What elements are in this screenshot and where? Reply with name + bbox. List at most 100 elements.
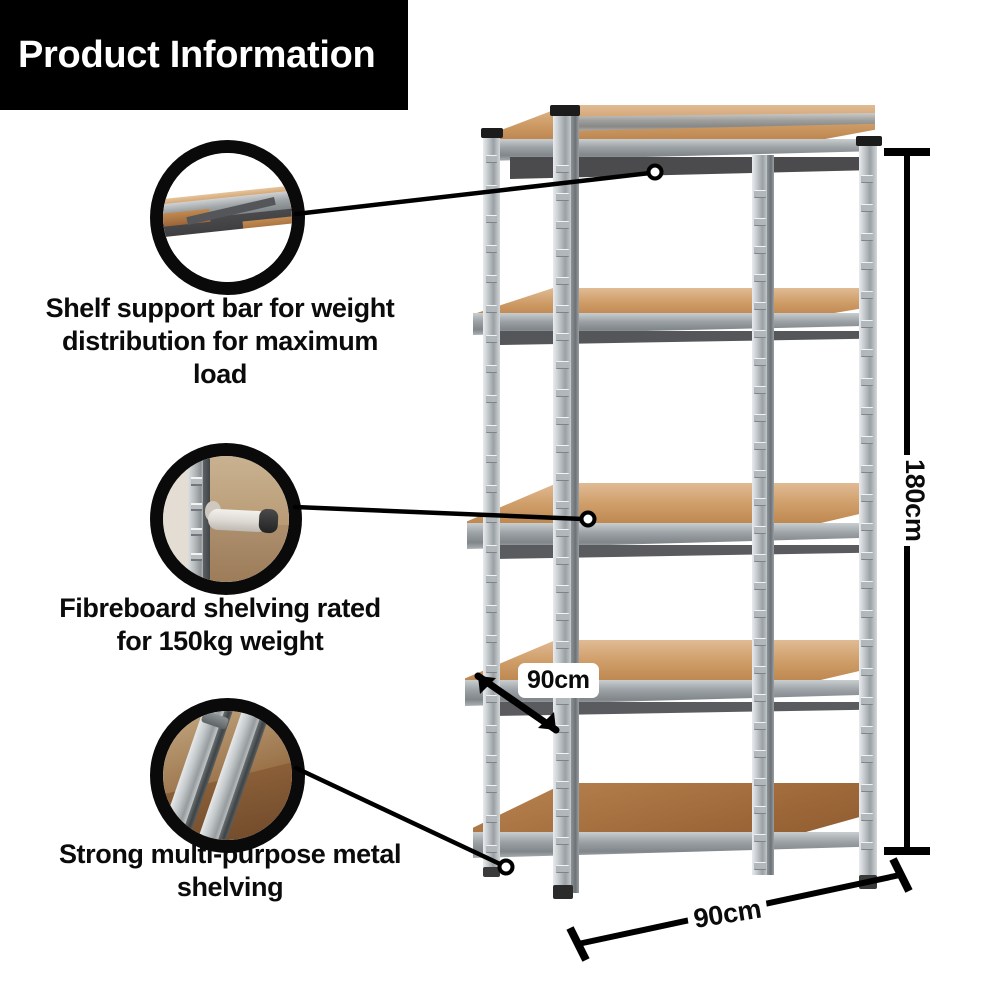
post-slot [861,291,873,299]
post-slot [754,722,766,730]
post-slot [754,554,766,562]
post-cap-front-left [550,105,580,116]
callout-caption-fibreboard-shelving: Fibreboard shelving rated for 150kg weig… [10,592,430,658]
post-slot [754,498,766,506]
upright-post-front-left-edge [571,113,579,893]
post-slot [861,755,873,763]
post-slot [754,470,766,478]
post-slot [754,442,766,450]
post-slot [861,320,873,328]
post-slot [486,185,497,193]
width-dimension-label: 90cm [685,892,770,936]
shelf-beam-5 [473,832,873,858]
post-cap-front-right [856,136,882,146]
post-slot [486,245,497,253]
callout-image-fibreboard-shelving [150,443,302,595]
post-slot [861,175,873,183]
post-slot [861,668,873,676]
height-dimension-label: 180cm [899,455,930,546]
post-slot [754,666,766,674]
post-slot [861,784,873,792]
post-slot [861,204,873,212]
post-slot [486,365,497,373]
post-slot [861,552,873,560]
callout-caption-metal-shelving: Strong multi-purpose metal shelving [10,838,450,904]
post-slot [556,249,569,257]
caption-line: Fibreboard shelving rated [59,593,381,623]
post-slot [754,806,766,814]
post-slot [556,557,569,565]
post-slot [754,386,766,394]
post-slot [861,610,873,618]
post-slot [754,582,766,590]
header-banner: Product Information [0,0,408,110]
post-slot [556,501,569,509]
post-slot [754,750,766,758]
caption-line: for 150kg weight [116,625,324,656]
post-slot [486,695,497,703]
post-slot [486,305,497,313]
post-slot [861,233,873,241]
post-slot [486,605,497,613]
post-slot [556,613,569,621]
post-slot [556,417,569,425]
post-slot [754,610,766,618]
post-slot [486,755,497,763]
post-slot [861,581,873,589]
post-slot [486,425,497,433]
post-slot [754,638,766,646]
post-slot [556,389,569,397]
callout-3-photo [163,711,292,840]
post-slot [486,395,497,403]
post-slot [486,275,497,283]
post-slot [556,809,569,817]
caption-line: shelving [176,871,284,902]
post-slot [754,190,766,198]
width-dimension-cap-right [889,857,913,893]
post-slot [754,834,766,842]
callout-caption-shelf-support-bar: Shelf support bar for weight distributio… [10,292,430,391]
post-slot [486,485,497,493]
post-slot [754,218,766,226]
post-slot [556,865,569,873]
post-slot [754,358,766,366]
upright-post-middle-edge [767,155,774,875]
post-slot [556,193,569,201]
post-slot [861,407,873,415]
caption-line: load [193,358,247,389]
width-dimension-cap-left [566,926,590,962]
callout-1-photo [163,153,292,282]
post-slot [861,436,873,444]
post-slot [486,635,497,643]
post-slot [486,845,497,853]
post-slot [486,785,497,793]
post-slot [861,726,873,734]
post-slot [861,465,873,473]
post-slot [486,335,497,343]
post-slot [556,725,569,733]
depth-dimension-label: 90cm [518,663,599,698]
post-slot [861,523,873,531]
callout-2-photo [163,456,289,582]
post-slot [861,378,873,386]
post-slot [486,725,497,733]
post-slot [556,753,569,761]
post-slot [754,694,766,702]
post-slot [556,277,569,285]
post-slot [486,155,497,163]
post-slot [556,585,569,593]
post-slot [486,815,497,823]
post-slot [754,246,766,254]
post-slot [556,473,569,481]
shelf-underside-3 [495,545,865,559]
post-slot [754,330,766,338]
post-slot [754,526,766,534]
foot-left [553,885,573,899]
post-slot [754,778,766,786]
post-slot [486,665,497,673]
upright-post-front-right [859,143,877,883]
post-slot [556,641,569,649]
post-slot [556,837,569,845]
post-slot [486,215,497,223]
callout-image-metal-shelving [150,698,305,853]
